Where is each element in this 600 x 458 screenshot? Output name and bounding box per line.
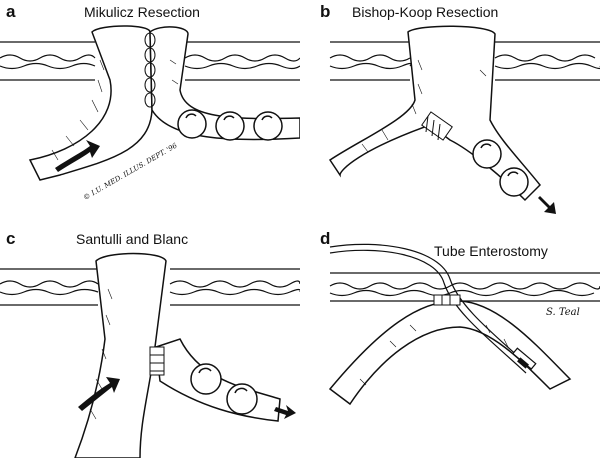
panel-title-b: Bishop-Koop Resection [352, 4, 499, 20]
abdominal-wall-icon [0, 268, 300, 306]
hatching [359, 324, 509, 386]
panel-title-a: Mikulicz Resection [84, 4, 200, 20]
suture-line-icon [421, 111, 453, 141]
abdominal-wall-icon [0, 41, 300, 81]
artist-signature: S. Teal [546, 307, 580, 318]
abdominal-wall-icon [329, 41, 600, 81]
panel-b-drawing [328, 25, 600, 214]
meconium-pellet-icon [190, 363, 258, 415]
flow-arrow-icon [538, 196, 556, 214]
panel-b: b Bishop-Koop Resection [300, 0, 600, 229]
panel-label-d: d [320, 229, 331, 248]
stoma-icon [144, 32, 156, 108]
panel-c-drawing [0, 252, 300, 458]
catheter-tube-icon [329, 243, 537, 374]
meconium-pellet-icon [177, 109, 283, 141]
panel-label-a: a [6, 2, 16, 21]
panel-label-c: c [6, 229, 16, 248]
flow-arrow-icon [78, 377, 296, 419]
suture-line-icon [433, 294, 461, 306]
panel-a: a Mikulicz Resection [0, 0, 300, 229]
panel-title-d: Tube Enterostomy [434, 243, 548, 259]
panel-a-drawing [0, 25, 300, 181]
bowel-loop-icon [28, 25, 300, 181]
panel-d: d Tube Enterostomy [300, 229, 600, 458]
meconium-pellet-icon [472, 139, 529, 197]
panel-d-drawing [328, 243, 600, 406]
hatching [51, 59, 179, 161]
flow-arrow-icon [55, 140, 100, 172]
panel-c: c Santulli and Blanc [0, 229, 300, 458]
hatching [89, 288, 113, 420]
panel-label-b: b [320, 2, 331, 21]
panel-title-c: Santulli and Blanc [76, 231, 189, 247]
abdominal-wall-icon [329, 272, 600, 302]
bowel-loop-icon [328, 300, 572, 406]
suture-line-icon [149, 346, 165, 376]
hatching [361, 59, 487, 153]
